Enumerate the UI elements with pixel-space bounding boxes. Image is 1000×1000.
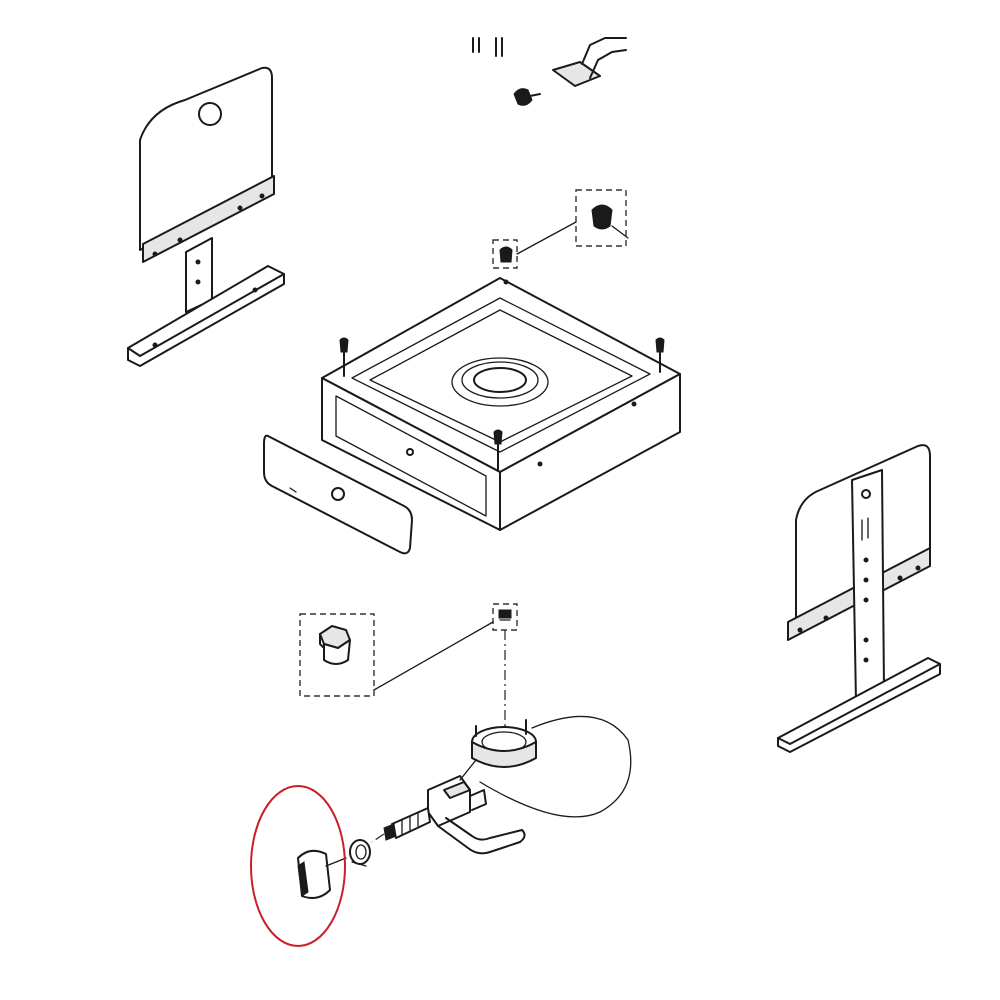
highlight-circle <box>250 785 346 947</box>
left-side-panel-with-leg <box>127 66 285 367</box>
top-mounting-hardware <box>472 37 627 106</box>
rubber-grommet-detail <box>492 189 629 269</box>
front-access-cover-plate <box>263 434 413 555</box>
orifice-nut-detail <box>299 603 518 730</box>
burner-valve-assembly <box>349 715 632 867</box>
burner-box-housing <box>321 277 681 531</box>
panel-hole-icon <box>198 102 222 126</box>
control-knob[interactable] <box>250 785 347 947</box>
right-side-panel-with-leg <box>777 444 941 753</box>
